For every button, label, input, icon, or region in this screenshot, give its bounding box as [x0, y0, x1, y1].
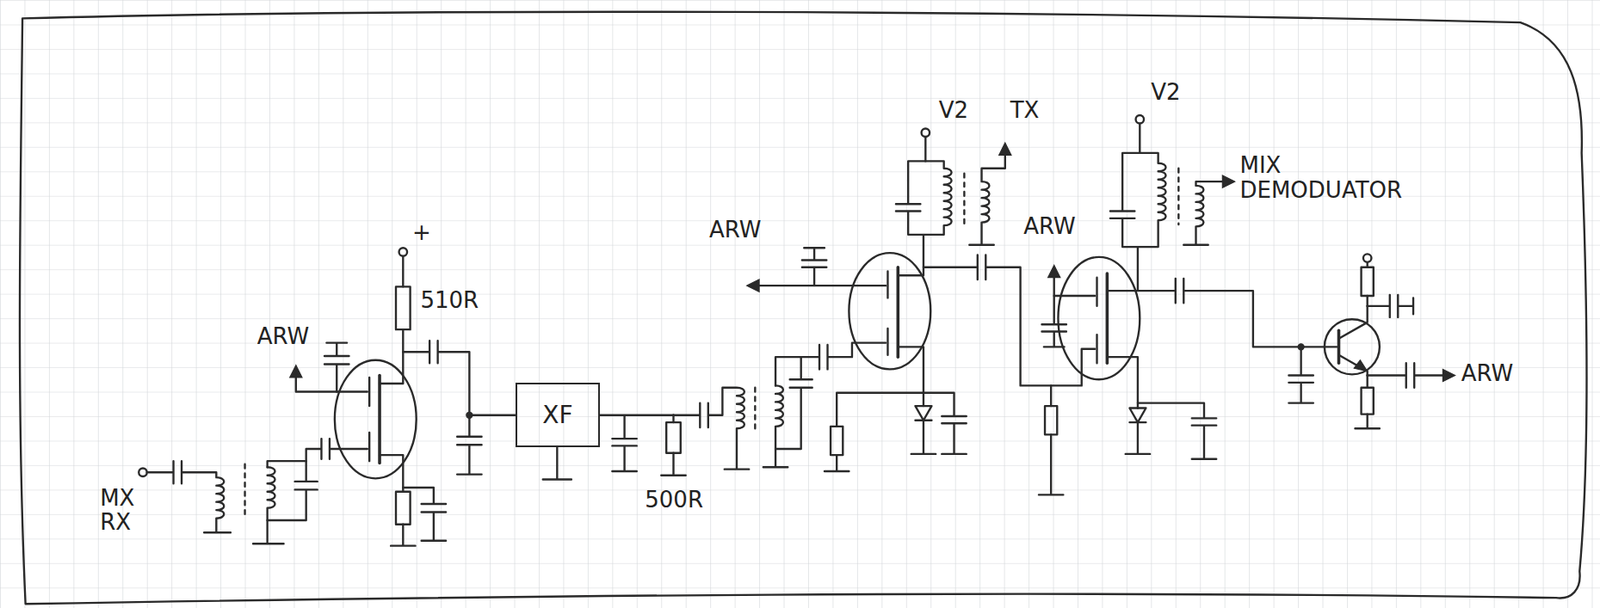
input-transformer [253, 467, 285, 544]
fet-stage-3 [1054, 277, 1095, 297]
junction-dot [466, 412, 473, 419]
fet-stage-2 [896, 267, 901, 358]
arrow-head [747, 279, 760, 292]
fet-stage-3 [1057, 257, 1140, 380]
fet-stage-2 [924, 137, 927, 161]
diode-symbol [1129, 407, 1146, 423]
input-transformer [243, 464, 246, 519]
fet-stage-3 [1044, 406, 1057, 435]
signal-label: + [412, 220, 432, 246]
fet-stage-1 [399, 247, 408, 256]
signal-label: 510R [420, 288, 479, 314]
signal-label: V2 [938, 98, 969, 124]
detector-transistor [1337, 330, 1341, 364]
box-text: XF [542, 401, 573, 430]
fet-stage-3 [1105, 273, 1110, 364]
fet-stage-3 [1137, 403, 1217, 460]
fet-stage-1 [402, 488, 446, 542]
signal-label: ARW [709, 217, 762, 243]
fet-stage-3 [1106, 153, 1175, 291]
filter-output-network [543, 343, 886, 481]
fet-stage-2 [757, 247, 886, 286]
fet-stage-3 [1095, 277, 1098, 365]
fet-stage-3 [1106, 357, 1150, 455]
signal-label: MX RX [99, 486, 135, 536]
fet-stage-1 [377, 376, 382, 464]
fet-stage-2 [923, 393, 967, 455]
fet-stage-2 [848, 253, 931, 370]
filter-output-network [661, 415, 686, 476]
input-transformer [138, 438, 368, 544]
input-transformer [267, 461, 318, 521]
fet-stage-1 [379, 455, 415, 547]
fet-stage-1 [368, 377, 371, 462]
fet-stage-2 [895, 160, 952, 276]
arrow-head [1353, 360, 1367, 372]
detector-transistor [1367, 363, 1444, 388]
detector-transistor [1363, 253, 1372, 262]
input-transformer [147, 461, 231, 533]
fet-stage-3 [1041, 296, 1066, 347]
fet-stage-3 [1138, 124, 1141, 154]
sheet-border [19, 12, 1588, 605]
signal-label: ARW [1461, 361, 1514, 387]
detector-transistor [1361, 388, 1374, 415]
detector-transistor [1367, 295, 1414, 318]
filter-output-network [775, 357, 813, 450]
junction-dot [1297, 344, 1304, 351]
fet-stage-1 [395, 286, 411, 330]
fet-stage-2 [824, 346, 924, 472]
filter-output-network [673, 388, 749, 470]
signal-label: ARW [1023, 214, 1076, 240]
detector-transistor [1324, 253, 1444, 429]
arrow-head [1048, 265, 1061, 278]
filter-output-network [666, 422, 681, 454]
filter-output-network [543, 447, 572, 481]
fet-stage-3 [1288, 346, 1313, 403]
input-transformer [138, 468, 147, 476]
arrow-head [290, 365, 303, 378]
signal-label: 500R [644, 488, 704, 513]
fet-stage-3 [1183, 181, 1223, 246]
filter-output-network [753, 388, 756, 434]
fet-stage-2 [969, 154, 1005, 245]
signal-label: V2 [1150, 80, 1180, 106]
fet-stage-2 [911, 393, 936, 455]
filter-output-network [763, 385, 788, 468]
fet-stage-3 [1038, 385, 1063, 495]
fet-stage-1 [296, 377, 368, 393]
fet-stage-3 [1136, 115, 1144, 124]
fet-stage-1 [379, 257, 403, 384]
arrow-head [1442, 369, 1455, 382]
fet-stage-3 [1177, 168, 1180, 225]
fet-stage-1 [402, 340, 515, 475]
detector-transistor [1354, 376, 1379, 430]
signal-label: TX [1010, 98, 1040, 124]
filter-output-network [599, 415, 674, 472]
signal-label: MIX DEMODUATOR [1239, 153, 1403, 203]
fet-stage-3 [1175, 278, 1337, 347]
detector-transistor [1324, 319, 1380, 375]
fet-stage-2 [830, 426, 843, 456]
detector-transistor [1338, 306, 1367, 377]
fet-stage-1 [395, 492, 411, 526]
detector-transistor [1366, 263, 1369, 307]
filter-box: XF [515, 383, 600, 448]
fet-stage-1 [324, 343, 349, 393]
fet-stage-2 [757, 128, 1095, 472]
arrow-head [999, 142, 1012, 155]
fet-stage-2 [921, 128, 930, 136]
signal-label: ARW [257, 324, 310, 350]
arrow-head [1222, 175, 1235, 188]
fet-stage-2 [886, 271, 889, 356]
fet-stage-1 [296, 247, 516, 546]
fet-stage-3 [1038, 115, 1337, 495]
diode-symbol [914, 406, 932, 421]
fet-stage-2 [963, 173, 965, 225]
detector-transistor [1361, 267, 1374, 297]
